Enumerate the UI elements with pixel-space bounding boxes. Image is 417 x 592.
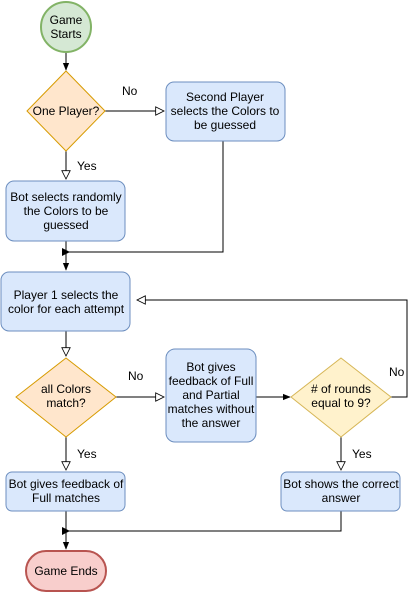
process-shape xyxy=(165,348,257,443)
node-text-line: matches without xyxy=(168,402,255,416)
decision-shape xyxy=(15,357,117,438)
node-text-line: Full matches xyxy=(32,491,100,505)
node-text-line: Starts xyxy=(50,27,81,41)
node-text-line: the Colors to be xyxy=(24,204,109,218)
decision-shape xyxy=(26,70,106,152)
edge-rounds-no-loop xyxy=(137,300,408,398)
node-text-line: Bot gives feedback of xyxy=(9,477,124,491)
node-text-line: One Player? xyxy=(33,104,100,118)
node-text: One Player? xyxy=(33,104,100,118)
node-text-line: feedback of Full xyxy=(169,374,254,388)
edge-labels: No Yes No Yes No Yes xyxy=(77,84,405,461)
edge-answer-to-merge xyxy=(68,511,342,532)
end-terminal-shape xyxy=(25,550,107,592)
node-text-line: be guessed xyxy=(194,118,256,132)
node-text: Game Ends xyxy=(34,564,97,578)
start-terminal-shape xyxy=(40,1,92,53)
node-text-line: and Partial xyxy=(182,388,239,402)
node-text-line: match? xyxy=(46,396,86,410)
node-text-line: selects the Colors to xyxy=(171,104,280,118)
merge-arrowhead-top xyxy=(62,248,70,256)
process-shape xyxy=(0,271,131,332)
merge-arrowhead-bottom xyxy=(62,527,70,535)
process-shape xyxy=(5,471,126,512)
node-text-line: the answer xyxy=(182,416,241,430)
label-one-player-no: No xyxy=(122,84,138,98)
edges xyxy=(66,52,408,550)
node-text-line: Game xyxy=(50,13,83,27)
decision-shape xyxy=(290,357,392,438)
node-game-ends: Game Ends xyxy=(25,550,107,592)
label-one-player-yes: Yes xyxy=(77,159,97,173)
edge-second-player-to-merge xyxy=(68,141,224,253)
node-text-line: Bot selects randomly xyxy=(10,190,121,204)
node-text-line: Player 1 selects the xyxy=(14,288,119,302)
process-shape xyxy=(165,81,286,142)
node-text-line: Bot gives xyxy=(186,360,235,374)
node-text-line: answer xyxy=(322,491,361,505)
node-text-line: Second Player xyxy=(186,90,264,104)
node-text-line: Game Ends xyxy=(34,564,97,578)
node-text-line: Bot shows the correct xyxy=(283,477,399,491)
label-match-no: No xyxy=(128,369,144,383)
node-text-line: equal to 9? xyxy=(311,396,371,410)
node-text-line: guessed xyxy=(43,218,88,232)
process-shape xyxy=(280,471,401,512)
process-shape xyxy=(5,180,126,242)
node-text-line: # of rounds xyxy=(311,382,371,396)
node-text-line: all Colors xyxy=(41,382,91,396)
node-text-line: color for each attempt xyxy=(8,302,125,316)
label-rounds-yes: Yes xyxy=(352,447,372,461)
node-one-player-decision: One Player? xyxy=(26,70,106,152)
label-match-yes: Yes xyxy=(77,447,97,461)
label-rounds-no: No xyxy=(389,365,405,379)
